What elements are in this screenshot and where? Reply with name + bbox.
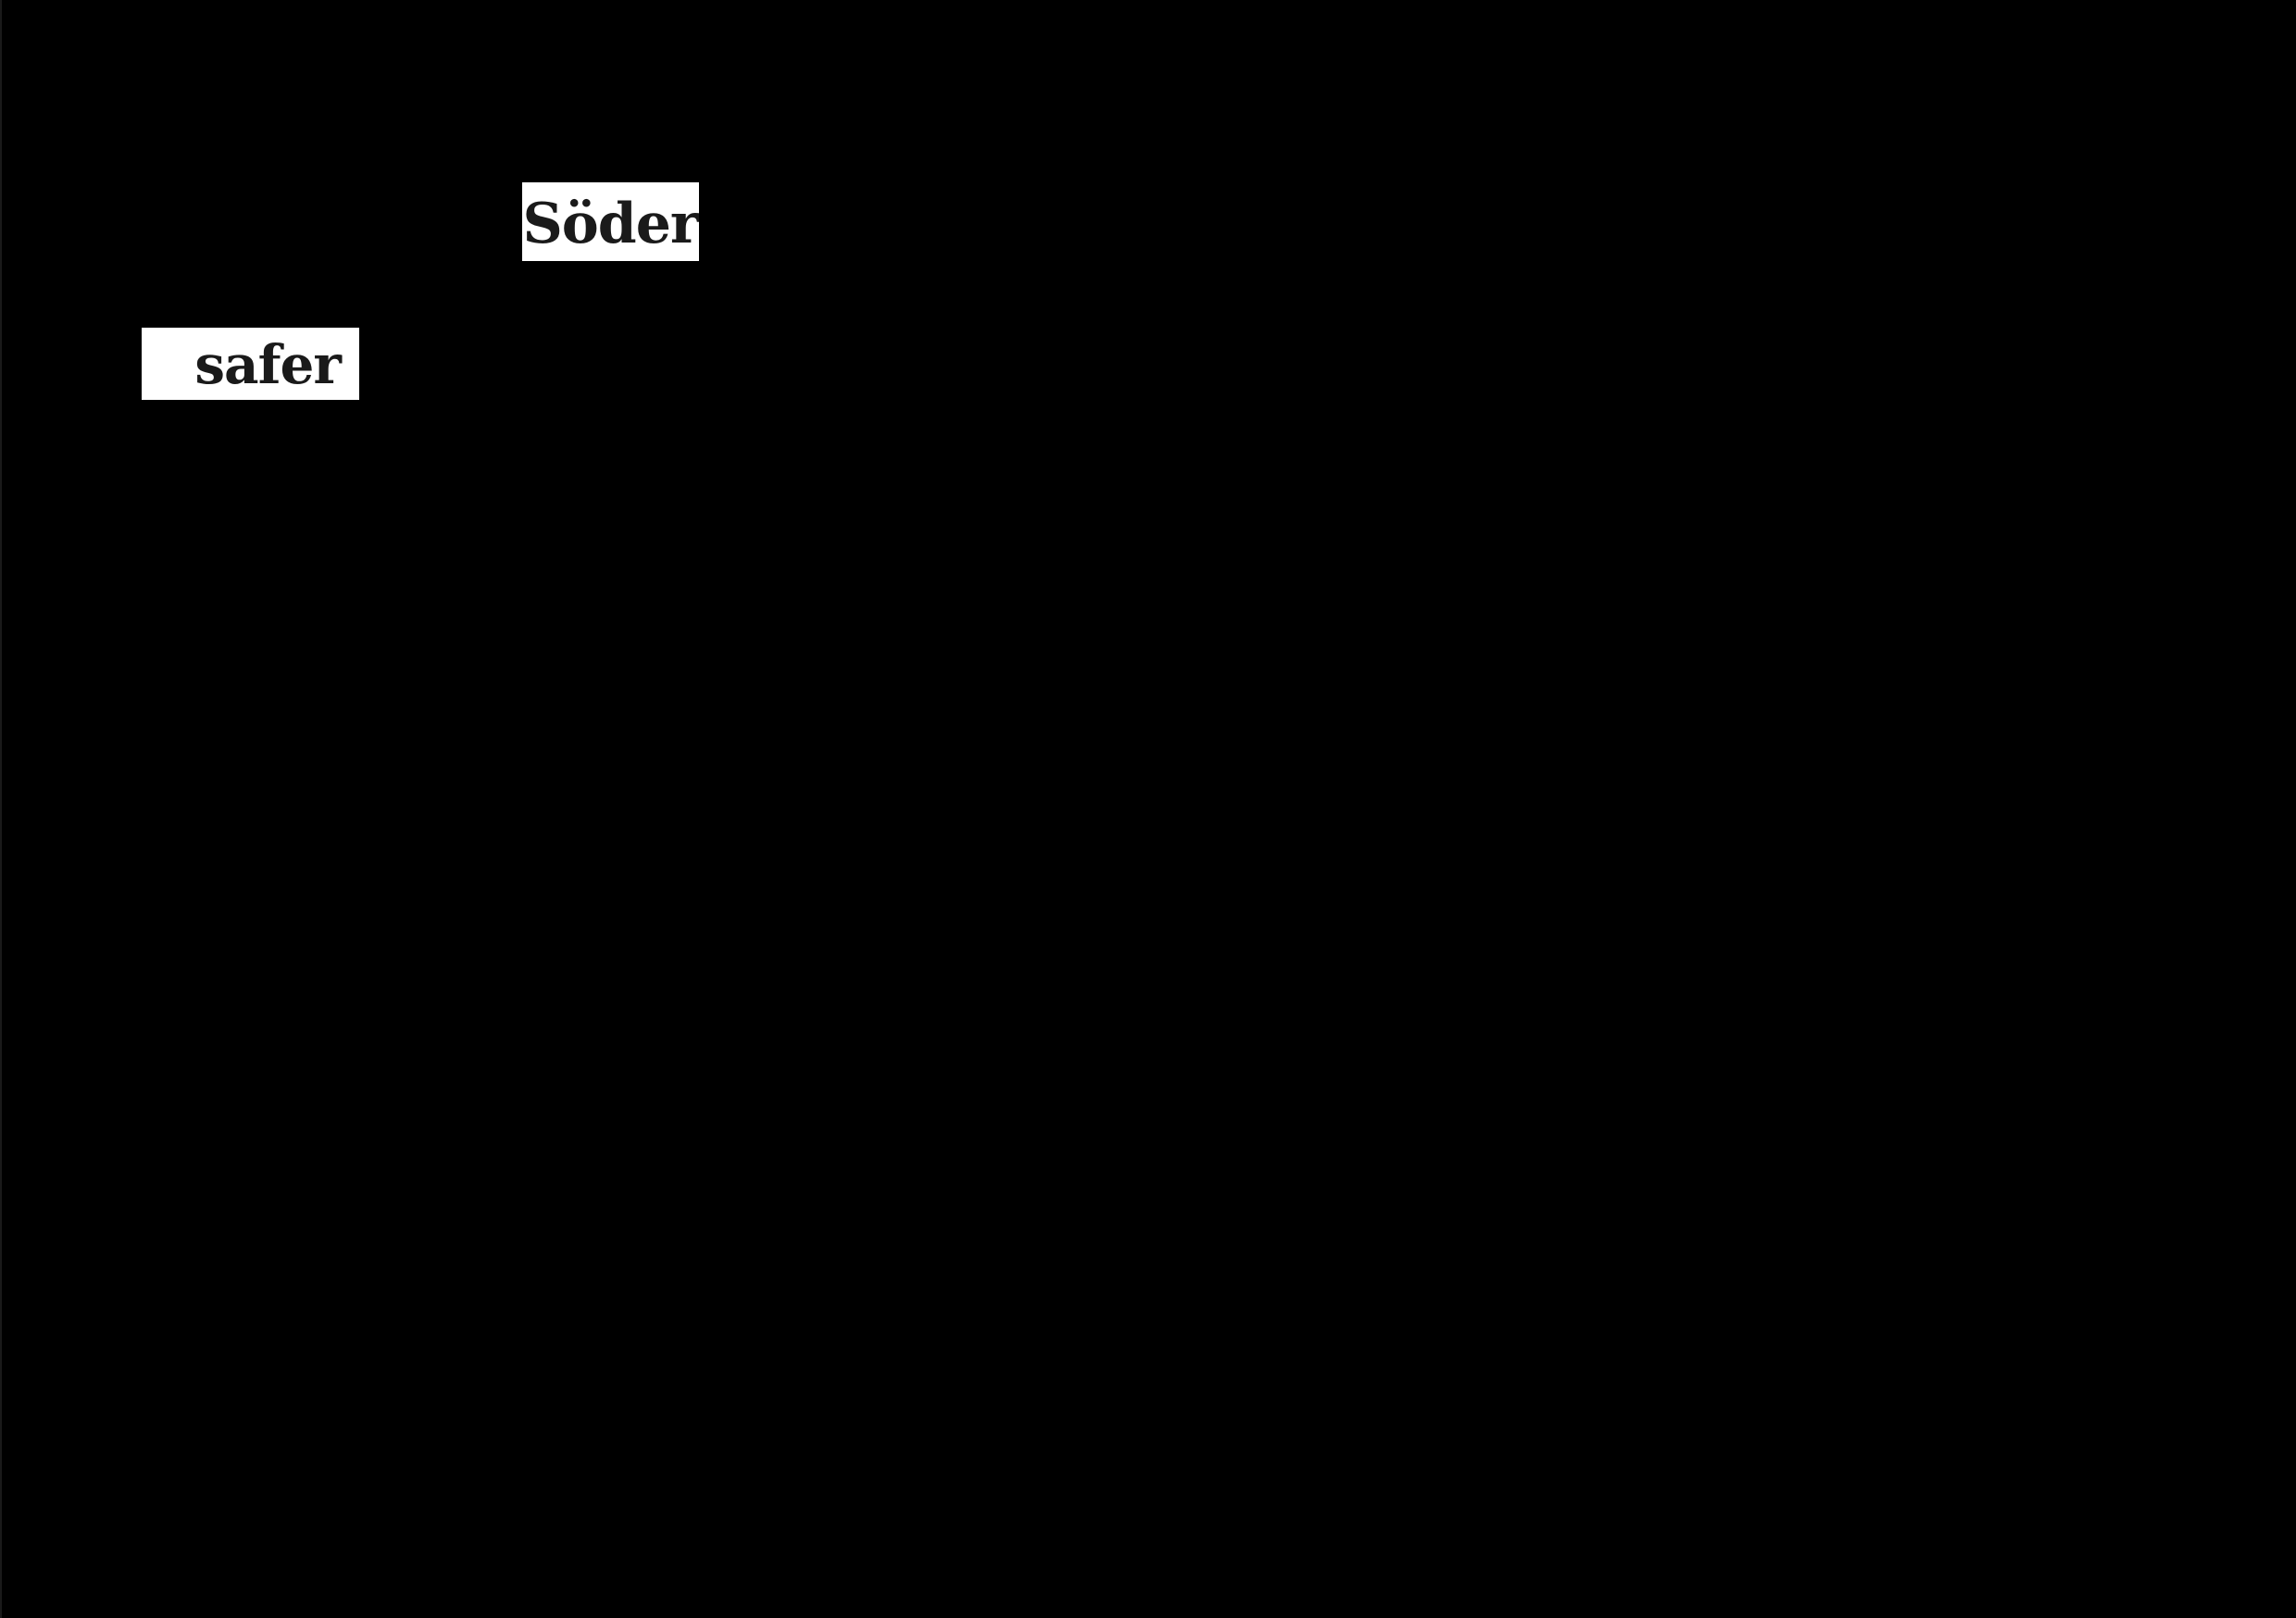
label-soder: Söder xyxy=(522,182,699,261)
label-safer: safer xyxy=(142,328,359,400)
